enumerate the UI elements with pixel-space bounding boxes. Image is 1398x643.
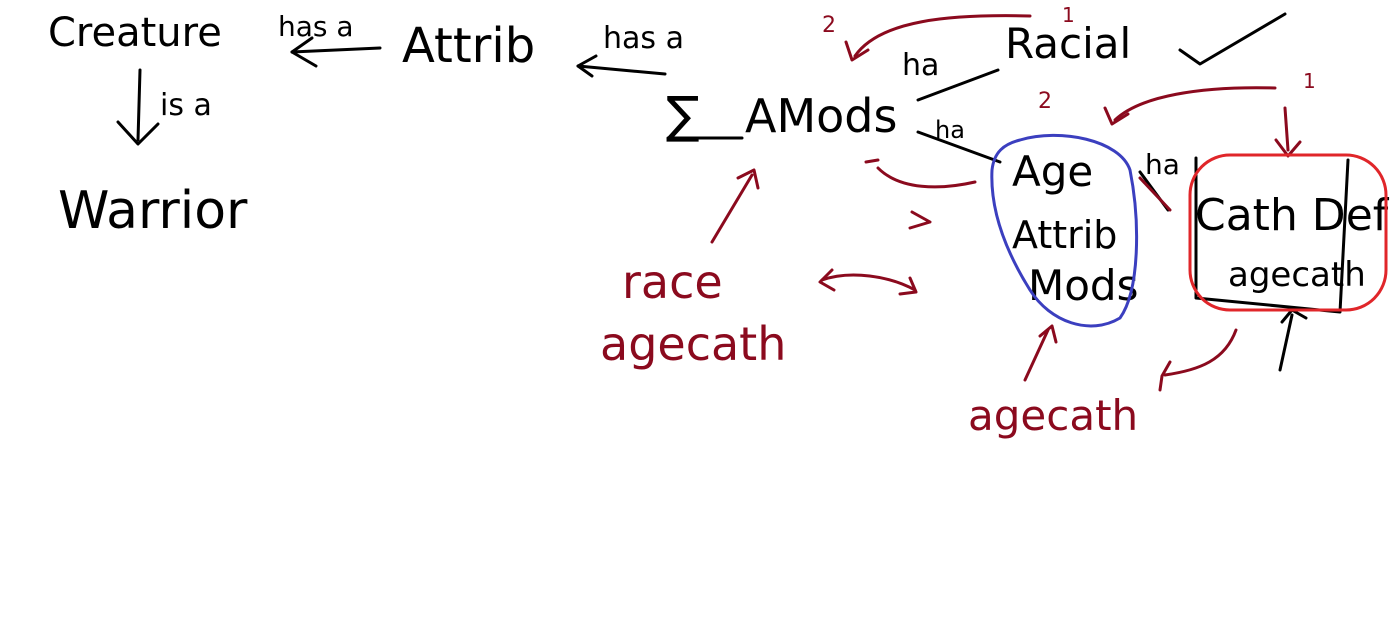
attrib-label: Attrib: [402, 18, 535, 74]
agecath-left-label: agecath: [600, 317, 786, 371]
arrow-cathdef-to-agemods-ha: [1138, 176, 1172, 212]
age-mods-line-3: Mods: [1028, 261, 1138, 310]
arrow-race-to-amods: [710, 168, 760, 244]
line-racial-to-amods: [916, 68, 1000, 102]
racial-label: Racial: [1005, 19, 1131, 68]
arrow-cathdef-to-agemods: [1103, 86, 1277, 126]
cath-def-label: Cath Def: [1195, 190, 1390, 241]
arrow-racial-to-amods: [844, 14, 1032, 62]
agecath-bottom-label: agecath: [968, 391, 1138, 440]
racial-checkmark-stroke: [1178, 12, 1287, 66]
age-attrib-mods-outline: [990, 133, 1139, 328]
line-agemods-to-amods: [916, 130, 1002, 164]
number-2-top: 2: [822, 13, 836, 38]
age-mods-line-2: Attrib: [1012, 213, 1117, 257]
arrow-agecath-to-agemods: [1023, 324, 1058, 382]
double-arrow-race-agemods: [818, 268, 918, 296]
number-1-top: 1: [1062, 3, 1075, 27]
agecath-box-label: agecath: [1228, 255, 1366, 295]
number-2-mid: 2: [1038, 89, 1052, 114]
amods-label: AMods: [745, 89, 897, 143]
arrow-attrib-to-creature: [290, 36, 382, 68]
age-mods-line-1: Age: [1012, 147, 1093, 196]
arrow-agemods-to-left: [864, 158, 977, 189]
small-arrow-mark: [908, 210, 932, 230]
cath-def-outline: [1188, 153, 1388, 312]
ha-label-3: ha: [1145, 148, 1180, 181]
ha-label-1: ha: [902, 48, 939, 83]
arrow-amods-to-attrib: [576, 54, 667, 78]
arrow-creature-to-warrior: [116, 68, 160, 146]
has-a-label-2: has a: [603, 21, 684, 56]
number-1-right: 1: [1303, 69, 1316, 93]
sigma-symbol: ∑: [666, 86, 700, 144]
has-a-label-1: has a: [278, 10, 354, 43]
arrow-up-to-cathdef: [1278, 308, 1308, 372]
cath-def-box: [1194, 156, 1350, 314]
arrow-to-cathdef: [1274, 106, 1302, 158]
arrow-cathdef-to-agecath: [1158, 328, 1238, 392]
warrior-label: Warrior: [58, 181, 248, 241]
race-label: race: [622, 255, 723, 309]
creature-label: Creature: [48, 10, 222, 56]
is-a-label: is a: [160, 88, 212, 123]
